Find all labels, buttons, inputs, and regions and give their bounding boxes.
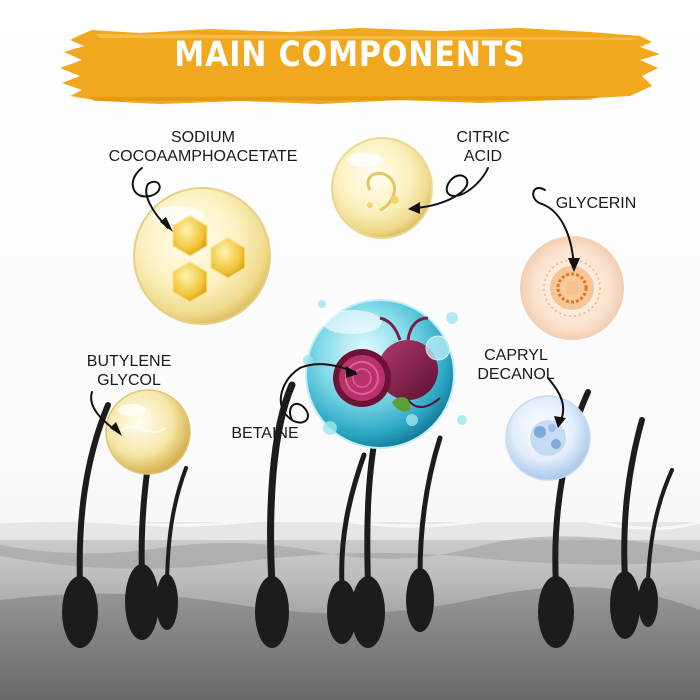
arrowhead-sodium (160, 217, 173, 232)
beetroot-bubble-icon (303, 299, 467, 449)
label-line: ACID (463, 148, 503, 165)
arrowhead-citric (408, 202, 420, 214)
label-arrows (90, 167, 580, 436)
arrowhead-glycerin (568, 258, 580, 272)
arrow-citric (414, 167, 489, 209)
banner-brush-stroke (60, 28, 660, 104)
glycol-bubble-icon (105, 389, 191, 475)
arrowhead-betaine (346, 366, 358, 378)
hair-follicles (62, 564, 658, 648)
honeycomb-bubble-icon (133, 187, 271, 325)
label-betaine: BETAINE (220, 424, 310, 443)
label-line: DECANOL (477, 366, 555, 383)
glycerin-bubble-icon (520, 236, 624, 340)
label-capryl-decanol: CAPRYL DECANOL (466, 346, 566, 384)
page-title: MAIN COMPONENTS (174, 35, 526, 75)
label-sodium-cocoamphoacetate: SODIUM COCOAAMPHOACETATE (88, 128, 318, 166)
citric-bubble-icon (331, 137, 433, 239)
label-line: SODIUM (171, 129, 235, 146)
arrow-glycerin (532, 187, 575, 269)
label-citric-acid: CITRIC ACID (438, 128, 528, 166)
arrowhead-capryl (554, 416, 566, 428)
skin-cross-section (0, 515, 700, 700)
label-glycerin: GLYCERIN (546, 194, 646, 213)
label-line: CITRIC (456, 129, 510, 146)
arrow-sodium (131, 167, 169, 229)
decanol-bubble-icon (505, 395, 591, 481)
label-line: GLYCERIN (555, 195, 637, 212)
label-line: GLYCOL (97, 372, 161, 389)
label-line: BUTYLENE (86, 353, 172, 370)
arrowhead-butylene (110, 422, 122, 436)
label-line: COCOAAMPHOACETATE (108, 148, 298, 165)
label-butylene-glycol: BUTYLENE GLYCOL (74, 352, 184, 390)
label-line: CAPRYL (484, 347, 548, 364)
arrow-betaine (279, 363, 356, 424)
label-line: BETAINE (231, 425, 299, 442)
